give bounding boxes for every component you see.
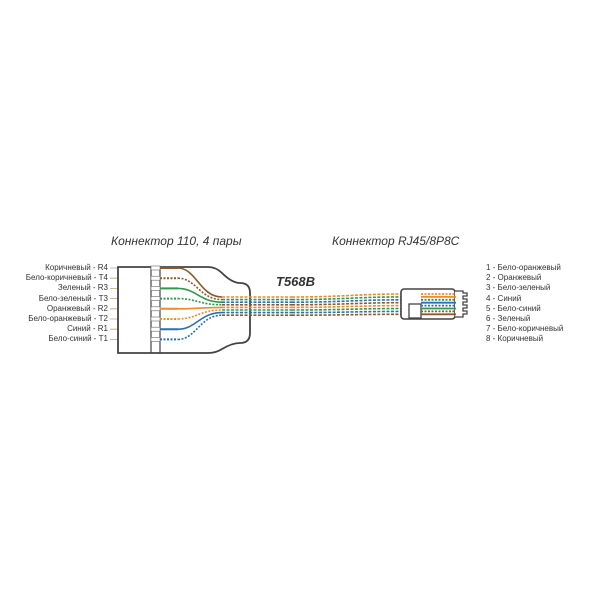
cable-strand: [291, 307, 402, 311]
pin-label-t1: Бело-синий - T1: [48, 334, 108, 344]
rj45-contact-comb: [455, 290, 468, 318]
contact-slot: [150, 306, 161, 312]
pin-label-t4: Бело-коричневый - T4: [25, 273, 108, 283]
rj45-pin-label-6: 6 - Зеленый: [486, 314, 531, 324]
rj45-pin-labels: 1 - Бело-оранжевый 2 - Оранжевый 3 - Бел…: [486, 263, 563, 345]
rj45-pin-label-4: 4 - Синий: [486, 293, 522, 303]
cable-strand: [291, 296, 402, 301]
cable-strand: [291, 313, 402, 316]
standard-label: T568B: [276, 274, 316, 289]
wire-fan: [177, 287, 223, 303]
cable-strand: [291, 301, 402, 306]
cable-strand: [291, 299, 402, 303]
contact-slot: [150, 296, 161, 301]
connector-110-title: Коннектор 110, 4 пары: [111, 234, 242, 248]
contact-slot: [150, 286, 161, 291]
pin-label-r4: Коричневый - R4: [45, 263, 108, 272]
rj45-internal-wires: [421, 293, 456, 316]
contact-slot: [150, 275, 161, 281]
pin-label-r3: Зеленый - R3: [57, 283, 108, 293]
pin-label-t3: Бело-зеленый - T3: [38, 293, 108, 303]
cable-strand: [291, 304, 402, 309]
connector-rj45-title: Коннектор RJ45/8P8C: [332, 234, 460, 248]
contact-slot: [150, 337, 161, 342]
rj45-latch: [408, 303, 422, 319]
rj45-pin-label-2: 2 - Оранжевый: [486, 273, 542, 283]
cable-strand: [291, 293, 402, 298]
wire-fan: [177, 314, 223, 341]
connector-110-pin-labels: Коричневый - R4 Бело-коричневый - T4 Зел…: [26, 263, 108, 345]
wire-fan: [177, 306, 223, 310]
rj45-pin-label-8: 8 - Коричневый: [486, 334, 544, 344]
wire-fan: [177, 277, 223, 301]
rj45-pin-label-1: 1 - Бело-оранжевый: [486, 263, 561, 272]
rj45-pin-label-3: 3 - Бело-зеленый: [486, 283, 551, 293]
wire-fan: [177, 297, 223, 306]
contact-slot: [150, 316, 161, 322]
wire-fan: [177, 267, 223, 298]
contact-slot: [150, 265, 161, 271]
cable-bundle: [222, 293, 402, 317]
rj45-pin-label-7: 7 - Бело-коричневый: [486, 324, 564, 334]
wire-fan: [177, 309, 223, 320]
pin-label-r1: Синий - R1: [67, 324, 108, 334]
wire-fan-out: [160, 267, 223, 341]
cable-strand: [291, 310, 402, 314]
rj45-pin-label-5: 5 - Бело-синий: [486, 303, 541, 313]
contact-slot: [150, 326, 161, 332]
pin-label-r2: Оранжевый - R2: [46, 303, 108, 313]
pin-label-t2: Бело-оранжевый - T2: [28, 314, 108, 324]
wire-fan: [177, 311, 223, 330]
connector-110-body: [117, 266, 251, 354]
